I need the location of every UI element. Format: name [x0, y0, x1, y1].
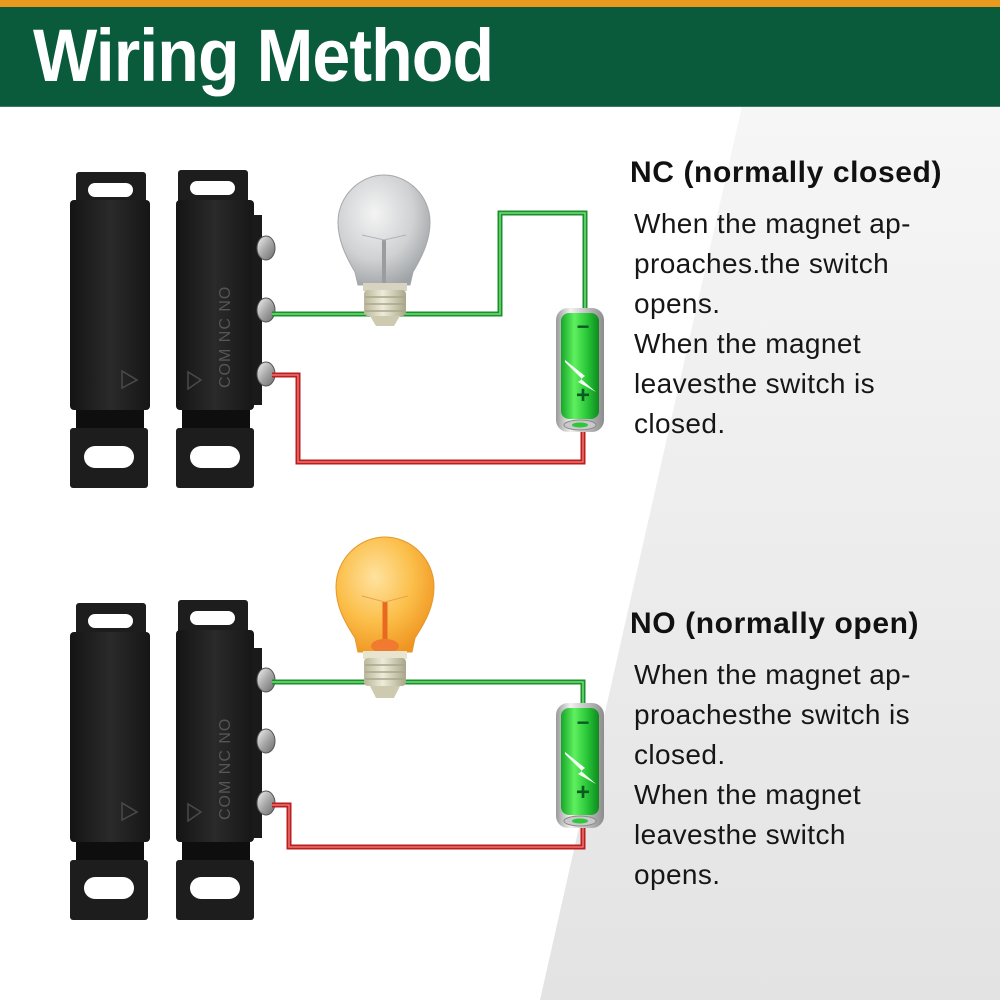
no-battery: − +	[556, 703, 604, 828]
nc-bulb-off	[337, 174, 431, 326]
no-battery-negative-symbol: −	[577, 710, 590, 735]
header-banner: Wiring Method	[0, 7, 1000, 107]
no-green-wire	[272, 679, 586, 706]
nc-description-line: proaches.the switch	[634, 248, 890, 279]
nc-description-line: closed.	[634, 408, 726, 439]
nc-description-line: When the magnet ap-	[634, 208, 911, 239]
no-bulb-on	[335, 536, 435, 698]
nc-reed-switch: COM NC NO	[176, 170, 276, 488]
no-description-line: opens.	[634, 859, 721, 890]
no-switch-terminal-label: COM NC NO	[217, 718, 234, 820]
no-battery-positive-symbol: +	[576, 779, 590, 806]
nc-switch-terminal-label: COM NC NO	[217, 286, 234, 388]
no-description-block: NO (normally open) When the magnet ap- p…	[630, 607, 919, 895]
no-description-line: proachesthe switch is	[634, 699, 911, 730]
nc-circuit: COM NC NO	[70, 170, 604, 488]
nc-description-line: leavesthe switch is	[634, 368, 876, 399]
no-description-line: leavesthe switch	[634, 819, 846, 850]
nc-battery: − +	[556, 308, 604, 432]
nc-red-wire	[272, 372, 586, 465]
nc-screw-nc	[256, 297, 276, 323]
no-red-wire	[272, 802, 586, 850]
background-diagonal-panel	[540, 106, 1000, 1000]
no-heading: NO (normally open)	[630, 607, 920, 640]
nc-magnet	[70, 172, 150, 488]
accent-bar	[0, 0, 1000, 7]
nc-description-block: NC (normally closed) When the magnet ap-…	[630, 156, 942, 444]
no-description-line: When the magnet	[634, 779, 862, 810]
nc-battery-positive-symbol: +	[576, 382, 590, 409]
no-screw-nc	[256, 728, 276, 754]
no-reed-switch: COM NC NO	[176, 600, 276, 920]
no-description: When the magnet ap- proachesthe switch i…	[634, 655, 919, 895]
nc-screw-com	[256, 235, 276, 261]
nc-description: When the magnet ap- proaches.the switch …	[634, 204, 942, 444]
nc-battery-negative-symbol: −	[577, 314, 590, 339]
no-description-line: closed.	[634, 739, 726, 770]
page-title: Wiring Method	[33, 14, 494, 97]
no-magnet	[70, 603, 150, 920]
nc-heading: NC (normally closed)	[630, 156, 943, 189]
nc-description-line: opens.	[634, 288, 721, 319]
no-circuit: COM NC NO	[70, 536, 604, 920]
nc-description-line: When the magnet	[634, 328, 862, 359]
no-description-line: When the magnet ap-	[634, 659, 911, 690]
